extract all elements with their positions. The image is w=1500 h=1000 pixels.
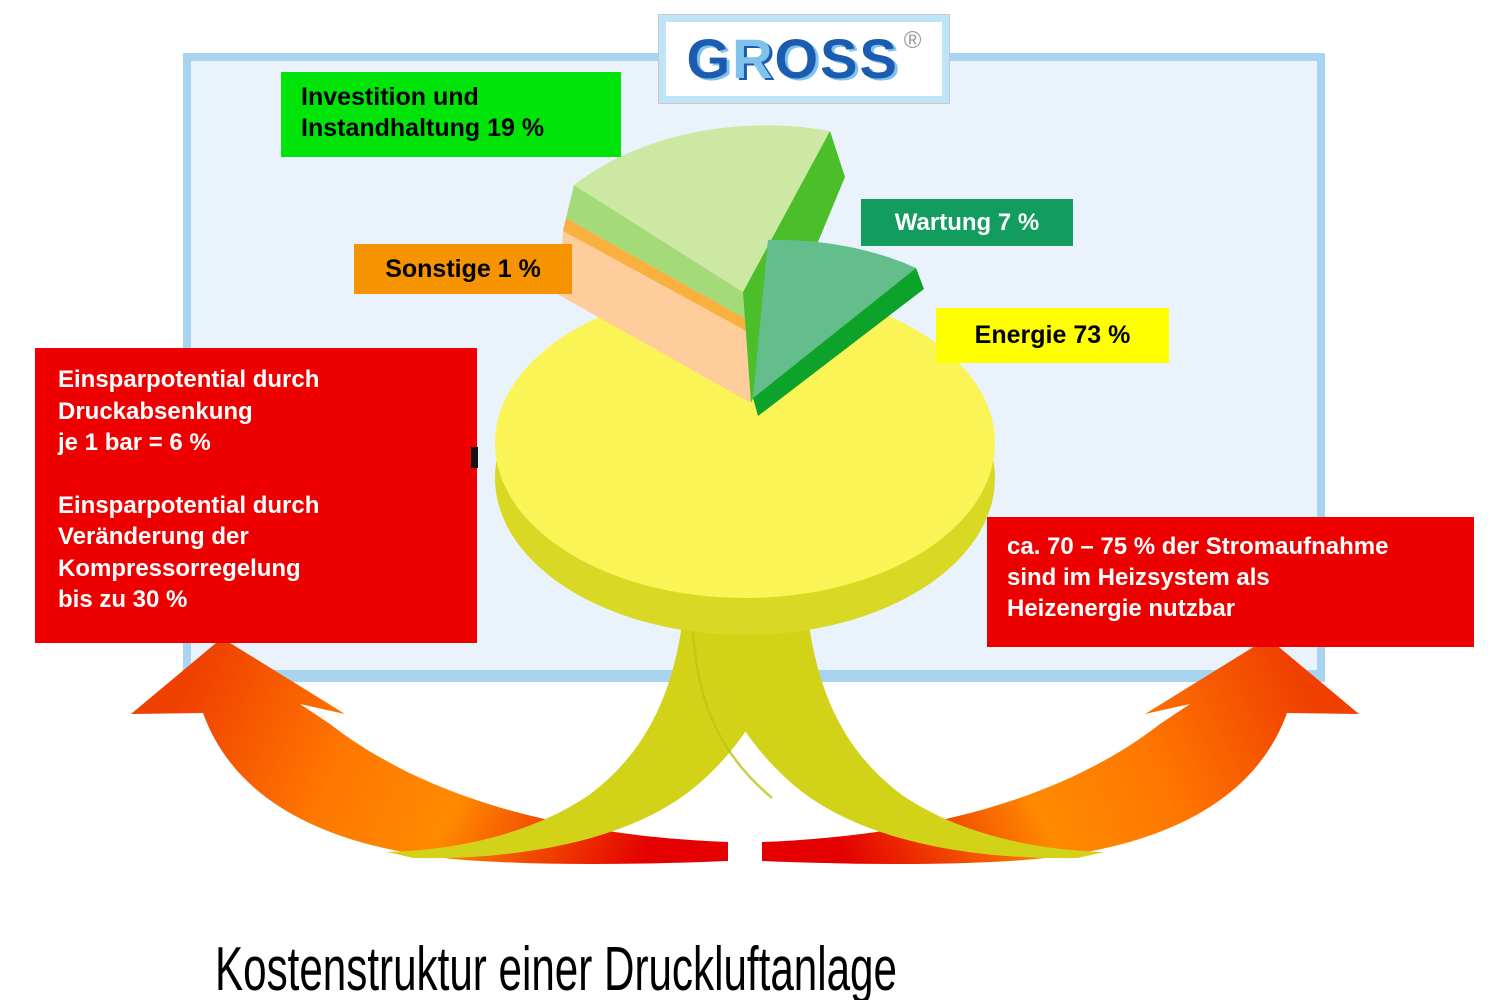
stem-left-horn: [387, 558, 791, 859]
annotation-line: Druckabsenkung: [58, 397, 253, 425]
label-investition-line1: Investition und: [301, 83, 479, 111]
page-title: Kostenstruktur einer Druckluftanlage: [215, 935, 897, 1000]
annotation-line: Veränderung der: [58, 523, 249, 550]
pie-slice-sonstige-front: [559, 231, 751, 403]
stem-right-horn: [700, 558, 1104, 859]
annotation-line: bis zu 30 %: [58, 586, 188, 613]
annotation-line: Kompressorregelung: [58, 554, 301, 582]
pie-slice-investition-side-left: [566, 185, 746, 319]
pie-slice-investition-top: [574, 125, 830, 292]
label-energie: Energie 73 %: [936, 308, 1169, 363]
gross-logo-text: GROSS: [686, 27, 899, 90]
annotation-box-savings: Einsparpotential durch Druckabsenkung je…: [35, 348, 477, 643]
annotation-line: Einsparpotential durch: [58, 366, 320, 393]
label-investition: Investition und Instandhaltung 19 %: [281, 72, 621, 157]
annotation-line: Heizenergie nutzbar: [1007, 595, 1236, 622]
annotation-line: je 1 bar = 6 %: [58, 429, 211, 456]
label-wartung: Wartung 7 %: [861, 199, 1073, 246]
curved-arrow-left: [131, 638, 728, 865]
annotation-line: Einsparpotential durch: [58, 491, 320, 519]
label-sonstige: Sonstige 1 %: [354, 244, 572, 294]
stem-crease: [690, 609, 773, 799]
curved-arrow-right: [762, 638, 1359, 865]
gross-logo: GROSS ®: [658, 14, 950, 104]
label-investition-line2: Instandhaltung 19 %: [301, 114, 545, 142]
pie-slice-wartung-top: [753, 239, 916, 398]
stray-mark: [471, 447, 478, 468]
annotation-line: sind im Heizsystem als: [1007, 564, 1270, 591]
pie-slice-wartung-rim: [753, 268, 924, 416]
annotation-line: ca. 70 – 75 % der Stromaufnahme: [1007, 533, 1389, 560]
registered-trademark-icon: ®: [903, 27, 922, 54]
annotation-box-heat-recovery: ca. 70 – 75 % der Stromaufnahme sind im …: [987, 517, 1474, 647]
pie-slice-sonstige-top: [563, 218, 748, 332]
pie-slice-energie-top: [495, 288, 995, 598]
